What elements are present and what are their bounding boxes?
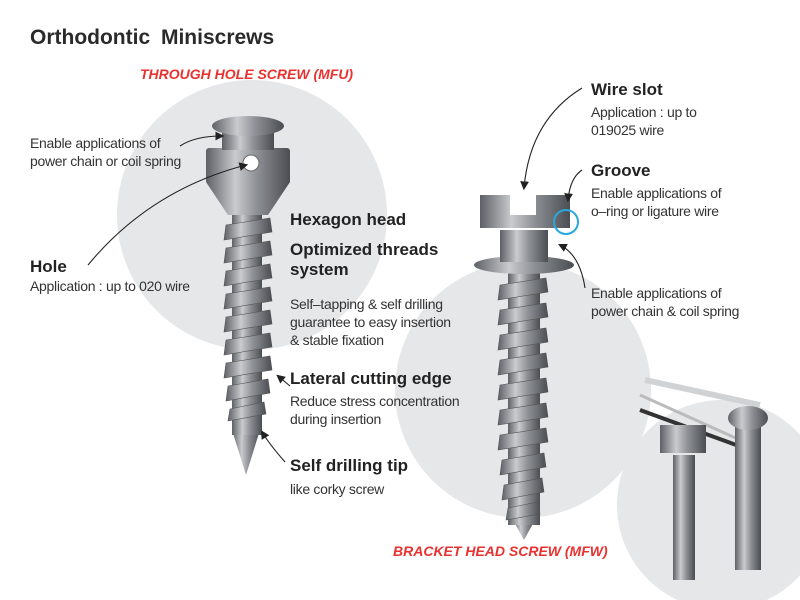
through-hole-screw-image	[206, 116, 290, 475]
groove-desc-line1: Enable applications of	[591, 185, 722, 201]
groove-desc: Enable applications of o–ring or ligatur…	[591, 184, 722, 220]
cutting-edge-desc: Reduce stress concentration during inser…	[290, 392, 460, 428]
callout-arrows	[87, 87, 586, 463]
bracket-head-screw-image	[474, 195, 579, 540]
wire-slot-desc-line1: Application : up to	[591, 104, 697, 120]
flange-note-line1: Enable applications of	[591, 285, 722, 301]
hole-title: Hole	[30, 257, 67, 276]
flange-note-line2: power chain & coil spring	[591, 303, 740, 319]
groove-desc-line2: o–ring or ligature wire	[591, 203, 719, 219]
page-title: Orthodontic Miniscrews	[30, 26, 275, 49]
head-note-line1: Enable applications of	[30, 135, 161, 151]
threads-title: Optimized threads system	[290, 240, 438, 280]
tip-title: Self drilling tip	[290, 456, 409, 475]
threads-desc-line1: Self–tapping & self drilling	[290, 296, 443, 312]
cutting-edge-desc-line2: during insertion	[290, 411, 381, 427]
through-hole-screw-label: THROUGH HOLE SCREW (MFU)	[140, 66, 354, 82]
head-note: Enable applications of power chain or co…	[30, 134, 181, 170]
threads-desc-line2: guarantee to easy insertion	[290, 314, 451, 330]
threads-desc-line3: & stable fixation	[290, 332, 384, 348]
head-note-line2: power chain or coil spring	[30, 153, 181, 169]
wire-slot-desc: Application : up to 019025 wire	[591, 103, 697, 139]
threads-title-line2: system	[290, 260, 349, 279]
hole-desc: Application : up to 020 wire	[30, 278, 190, 294]
hexagon-head-title: Hexagon head	[290, 210, 407, 229]
threads-title-line1: Optimized threads	[290, 240, 439, 259]
bracket-screws-with-wire-image	[639, 377, 768, 580]
wire-slot-title: Wire slot	[591, 80, 663, 99]
cutting-edge-desc-line1: Reduce stress concentration	[290, 393, 460, 409]
threads-desc: Self–tapping & self drilling guarantee t…	[290, 295, 451, 349]
flange-note: Enable applications of power chain & coi…	[591, 284, 739, 320]
groove-title: Groove	[591, 161, 651, 180]
groove-highlight-ring	[553, 209, 579, 235]
wire-slot-desc-line2: 019025 wire	[591, 122, 664, 138]
bracket-head-screw-label: BRACKET HEAD SCREW (MFW)	[393, 543, 608, 559]
tip-desc: like corky screw	[290, 481, 384, 497]
cutting-edge-title: Lateral cutting edge	[290, 369, 452, 388]
